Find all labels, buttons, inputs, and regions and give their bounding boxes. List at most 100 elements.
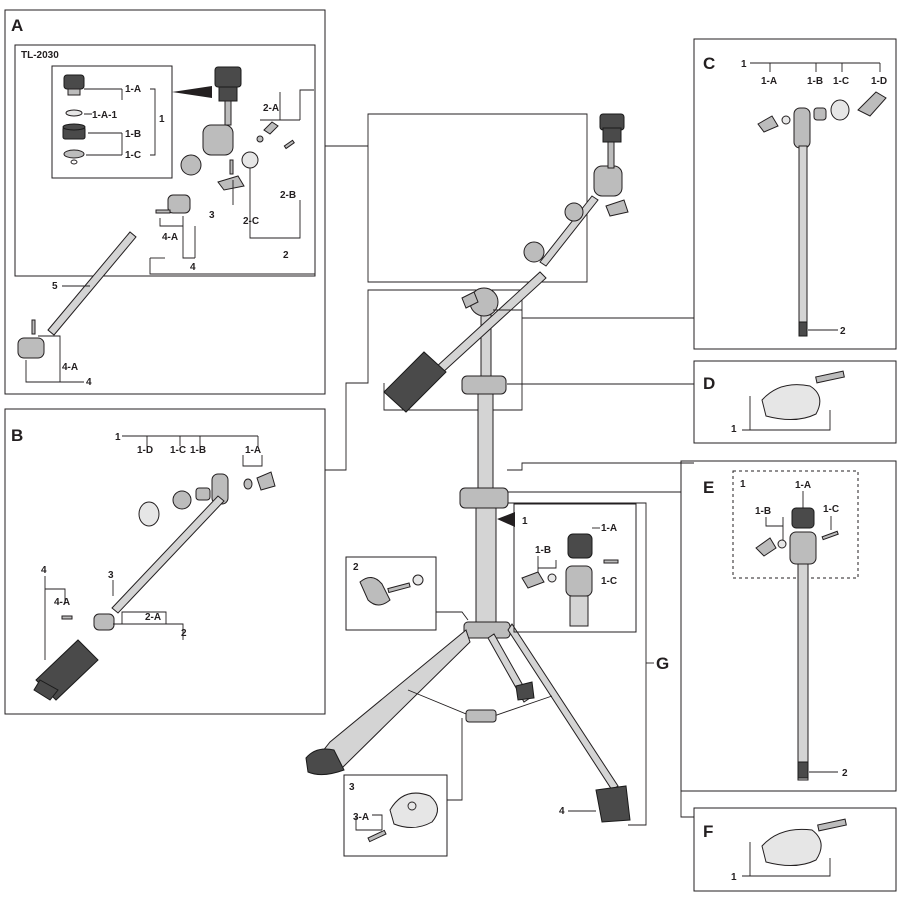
base-tube bbox=[475, 491, 497, 623]
f-leader bbox=[742, 842, 831, 877]
inset1-label-1a: 1-A bbox=[601, 523, 617, 534]
boom-end-joint bbox=[523, 241, 545, 263]
label-4a-b: 4-A bbox=[62, 362, 78, 373]
b-rod bbox=[111, 495, 225, 614]
bottom-memory-lock bbox=[17, 319, 45, 359]
label-5: 5 bbox=[52, 281, 58, 292]
c-washer bbox=[781, 115, 791, 125]
inset-3-frame bbox=[343, 774, 448, 857]
inset1-clutch bbox=[567, 533, 593, 559]
label-b2: 2 bbox=[181, 628, 187, 639]
e-rod bbox=[797, 563, 809, 781]
wing-bolt-2a bbox=[256, 121, 295, 150]
label-1a: 1-A bbox=[125, 84, 141, 95]
label-b1: 1 bbox=[115, 432, 121, 443]
label-b1a: 1-A bbox=[245, 445, 261, 456]
section-a-frame bbox=[4, 9, 326, 395]
label-c1c: 1-C bbox=[833, 76, 849, 87]
b-weight-leaders bbox=[44, 576, 66, 660]
label-f1: 1 bbox=[731, 872, 737, 883]
c-nut bbox=[813, 107, 827, 121]
label-2c: 2-C bbox=[243, 216, 259, 227]
label-b1b: 1-B bbox=[190, 445, 206, 456]
label-c1: 1 bbox=[741, 59, 747, 70]
tl2030-model-label: TL-2030 bbox=[21, 50, 59, 61]
label-e1b: 1-B bbox=[755, 506, 771, 517]
label-3: 3 bbox=[209, 210, 215, 221]
tl2030-frame bbox=[14, 44, 316, 277]
section-b-letter: B bbox=[11, 426, 23, 445]
height-clamp-upper bbox=[461, 375, 507, 395]
boom-stand bbox=[305, 113, 694, 826]
c-rod-end bbox=[798, 321, 808, 337]
label-4a: 4-A bbox=[162, 232, 178, 243]
connector-b bbox=[325, 289, 523, 471]
c-tilter bbox=[857, 91, 887, 117]
label-1b: 1-B bbox=[125, 129, 141, 140]
wing-bolt-3 bbox=[217, 159, 245, 191]
inset-1-frame bbox=[513, 503, 637, 633]
clutch-washer bbox=[65, 109, 83, 117]
inset1-label-1b: 1-B bbox=[535, 545, 551, 556]
label-b1d: 1-D bbox=[137, 445, 153, 456]
section-f-frame bbox=[693, 807, 897, 892]
label-b4a: 4-A bbox=[54, 597, 70, 608]
d-leader bbox=[742, 396, 831, 431]
b-lock-leaders bbox=[113, 611, 184, 640]
inset-1-pointer bbox=[497, 512, 515, 527]
label-1: 1 bbox=[159, 114, 165, 125]
section-e: E 1 1-A 1-B 1-C 2 bbox=[680, 460, 897, 792]
inset2-label-2: 2 bbox=[353, 562, 359, 573]
label-4: 4 bbox=[190, 262, 196, 273]
label-1c: 1-C bbox=[125, 150, 141, 161]
section-c-frame bbox=[693, 38, 897, 350]
brace-collar bbox=[465, 709, 497, 723]
rubber-foot-back bbox=[515, 681, 535, 701]
e-washer bbox=[777, 539, 787, 549]
inset1-leader-b bbox=[537, 556, 557, 574]
leg-right bbox=[507, 623, 619, 791]
extension-joint bbox=[564, 202, 584, 222]
f-screw bbox=[817, 818, 847, 832]
label-2: 2 bbox=[283, 250, 289, 261]
inset2-connector bbox=[436, 611, 469, 621]
inset-2: 2 bbox=[345, 556, 469, 631]
section-b-frame bbox=[4, 408, 326, 715]
rubber-foot-left bbox=[305, 748, 345, 776]
rubber-foot-right bbox=[595, 785, 631, 823]
label-d1: 1 bbox=[731, 424, 737, 435]
inset3-label-3a: 3-A bbox=[353, 812, 369, 823]
tilter-wing bbox=[605, 199, 629, 217]
label-4-b: 4 bbox=[86, 377, 92, 388]
label-e1c: 1-C bbox=[823, 504, 839, 515]
label-c1d: 1-D bbox=[871, 76, 887, 87]
clutch-subframe bbox=[51, 65, 173, 179]
e-leader-b bbox=[765, 517, 784, 540]
clutch-felt bbox=[602, 127, 622, 143]
o-ring bbox=[70, 159, 78, 165]
section-d-letter: D bbox=[703, 374, 715, 393]
section-b: B 1 1-D 1-C 1-B 1-A 3 4 4-A 2-A bbox=[4, 408, 326, 715]
b-top-leaders bbox=[122, 435, 263, 467]
stand-label-4: 4 bbox=[559, 806, 565, 817]
clutch-top-part bbox=[63, 74, 85, 96]
inset-1: 1 1-A 1-B 1-C bbox=[497, 503, 637, 633]
e-clamp-body bbox=[789, 531, 817, 565]
section-d: D 1 bbox=[693, 360, 897, 444]
cymbal-tilter bbox=[180, 66, 242, 176]
c-wing-bolt bbox=[757, 115, 779, 133]
e-dashed-frame bbox=[732, 470, 859, 579]
b-memory-lock bbox=[61, 613, 115, 631]
label-e1a: 1-A bbox=[795, 480, 811, 491]
hinge-disk bbox=[241, 151, 259, 169]
label-c2: 2 bbox=[840, 326, 846, 337]
label-2b: 2-B bbox=[280, 190, 296, 201]
c-hinge bbox=[793, 107, 811, 149]
label-1a1: 1-A-1 bbox=[92, 110, 117, 121]
height-clamp-lower bbox=[459, 487, 509, 509]
stand-leaders bbox=[493, 309, 694, 826]
f-clamp bbox=[761, 828, 822, 866]
e-clutch bbox=[791, 507, 815, 529]
pointer-arrow bbox=[172, 86, 212, 98]
inset1-washer bbox=[547, 573, 557, 583]
